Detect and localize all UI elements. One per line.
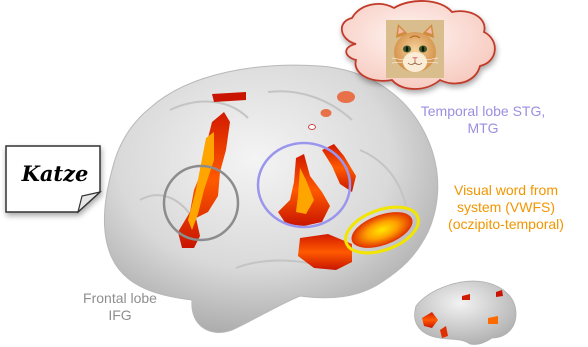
brain-small: [415, 281, 516, 344]
frontal-label-line2: IFG: [50, 307, 190, 324]
vwfs-label-line2: system (VWFS): [424, 199, 588, 216]
temporal-label-line2: MTG: [388, 120, 578, 137]
vwfs-label-line1: Visual word from: [424, 182, 588, 199]
vwfs-label: Visual word from system (VWFS) (oczipito…: [424, 182, 588, 233]
frontal-label-line1: Frontal lobe: [50, 290, 190, 307]
temporal-lobe-label: Temporal lobe STG, MTG: [388, 103, 578, 137]
note-card-word: Katze: [10, 161, 100, 186]
cat-photo: [386, 20, 444, 78]
frontal-lobe-label: Frontal lobe IFG: [50, 290, 190, 324]
temporal-label-line1: Temporal lobe STG,: [388, 103, 578, 120]
vwfs-label-line3: (oczipito-temporal): [424, 216, 588, 233]
